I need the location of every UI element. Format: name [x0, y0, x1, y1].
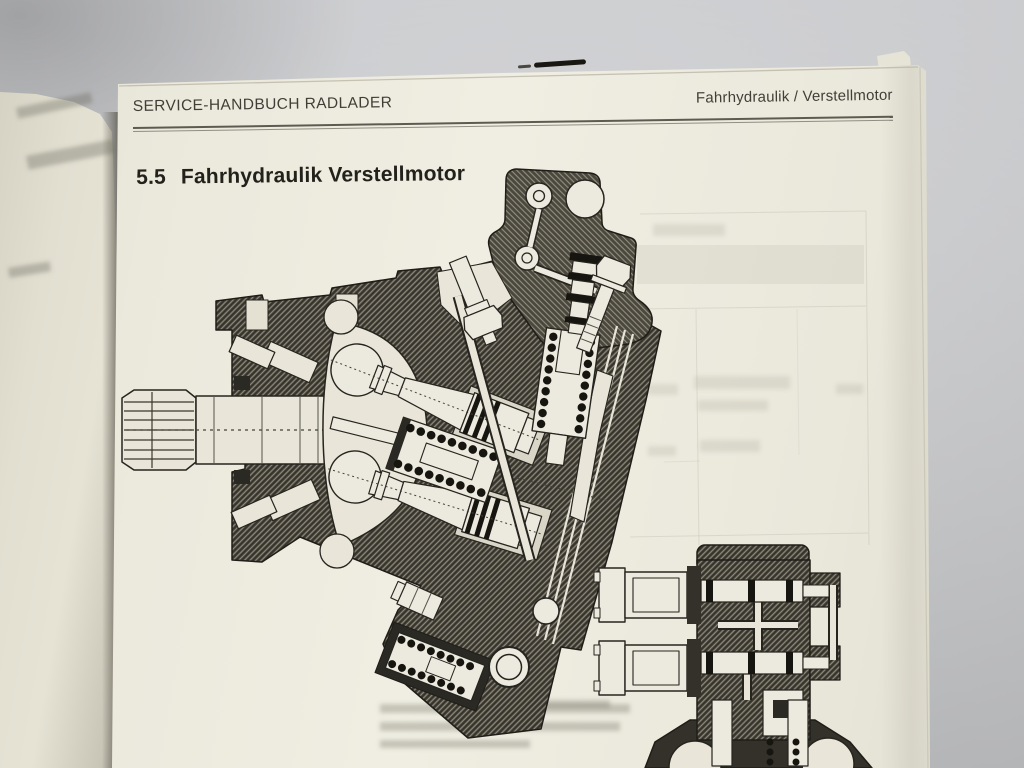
section-title-text: Fahrhydraulik Verstellmotor — [180, 161, 466, 189]
marker-streak — [533, 59, 587, 68]
marker-streak — [517, 64, 532, 69]
previous-page-curl — [0, 92, 120, 768]
section-number: 5.5 — [136, 165, 167, 189]
section-title: 5.5 Fahrhydraulik Verstellmotor — [136, 162, 465, 190]
header-right: Fahrhydraulik / Verstellmotor — [695, 86, 893, 107]
header-left: SERVICE-HANDBUCH RADLADER — [132, 94, 393, 116]
